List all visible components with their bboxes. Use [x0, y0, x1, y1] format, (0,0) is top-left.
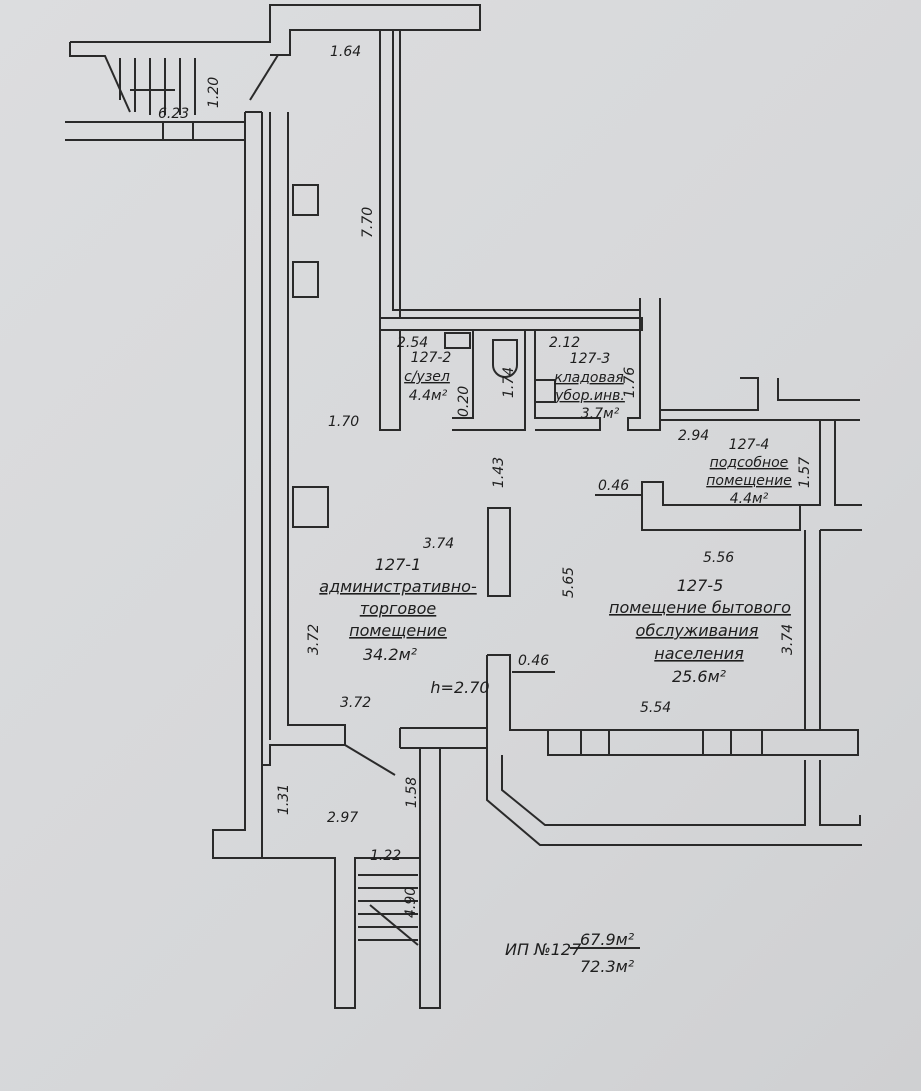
stair-top-icon: [119, 58, 196, 115]
room-name: торговое: [360, 599, 437, 618]
room-127-4-label: 127-4 подсобное помещение 4.4м²: [706, 437, 792, 507]
dimension: 1.31: [276, 784, 292, 815]
dimension: 2.54: [397, 335, 428, 351]
dimension: 3.72: [340, 695, 371, 711]
dimension-labels: 1.64 1.20 6.23 7.70 2.54 1.74 0.20 2.12 …: [158, 44, 813, 918]
room-127-2-label: 127-2 с/узел 4.4м²: [404, 350, 451, 404]
dimension: 1.70: [328, 414, 359, 430]
dimension: 3.74: [780, 624, 796, 655]
room-id: 127-5: [677, 576, 724, 595]
room-area: 4.4м²: [409, 388, 448, 404]
summary-area-main: 67.9м²: [580, 930, 635, 949]
dimension: 1.64: [330, 44, 361, 60]
dimension: 2.94: [678, 428, 709, 444]
stair-bottom-icon: [358, 874, 419, 946]
room-name: обслуживания: [636, 621, 759, 640]
dimension: 2.97: [327, 810, 358, 826]
room-id: 127-4: [729, 437, 770, 453]
room-127-3-label: 127-3 кладовая убор.инв. 3.7м²: [554, 351, 625, 422]
dimension: 2.12: [549, 335, 580, 351]
room-name: населения: [654, 644, 744, 663]
room-area: 3.7м²: [581, 406, 620, 422]
room-name: подсобное: [710, 455, 789, 471]
dimension: 5.56: [703, 550, 734, 566]
room-name: помещение: [706, 473, 792, 489]
room-name: помещение бытового: [609, 598, 791, 617]
room-area: 4.4м²: [730, 491, 769, 507]
dimension: 1.74: [501, 367, 517, 398]
dimension: 0.46: [518, 653, 549, 669]
room-name: кладовая: [554, 370, 623, 386]
room-name: административно-: [319, 577, 477, 596]
dimension: 5.65: [561, 567, 577, 598]
room-height: h=2.70: [430, 678, 489, 697]
dimension: 5.54: [640, 700, 671, 716]
room-id: 127-1: [375, 555, 422, 574]
dimension: 7.70: [360, 207, 376, 238]
room-id: 127-3: [570, 351, 611, 367]
dimension: 1.20: [206, 77, 222, 108]
dimension: 1.76: [622, 367, 638, 398]
dimension: 1.57: [797, 457, 813, 488]
room-id: 127-2: [411, 350, 452, 366]
walls: [65, 4, 862, 1009]
dimension: 0.20: [456, 386, 472, 417]
dimension: 6.23: [158, 106, 189, 122]
room-127-1-label: 127-1 административно- торговое помещени…: [319, 555, 489, 697]
summary-area-total: 72.3м²: [580, 957, 635, 976]
dimension: 0.46: [598, 478, 629, 494]
summary-label: ИП №127: [505, 940, 582, 959]
dimension: 1.58: [404, 777, 420, 808]
dimension: 4.90: [403, 887, 419, 918]
room-area: 34.2м²: [363, 645, 418, 664]
dimension: 3.72: [306, 624, 322, 655]
dimension: 3.74: [423, 536, 454, 552]
room-name: помещение: [349, 621, 447, 640]
summary: ИП №127 67.9м² 72.3м²: [505, 930, 635, 976]
dimension: 1.22: [370, 848, 401, 864]
room-name: с/узел: [404, 369, 450, 385]
room-area: 25.6м²: [672, 667, 727, 686]
dimension: 1.43: [491, 457, 507, 488]
room-name: убор.инв.: [554, 388, 625, 404]
room-127-5-label: 127-5 помещение бытового обслуживания на…: [609, 576, 791, 686]
